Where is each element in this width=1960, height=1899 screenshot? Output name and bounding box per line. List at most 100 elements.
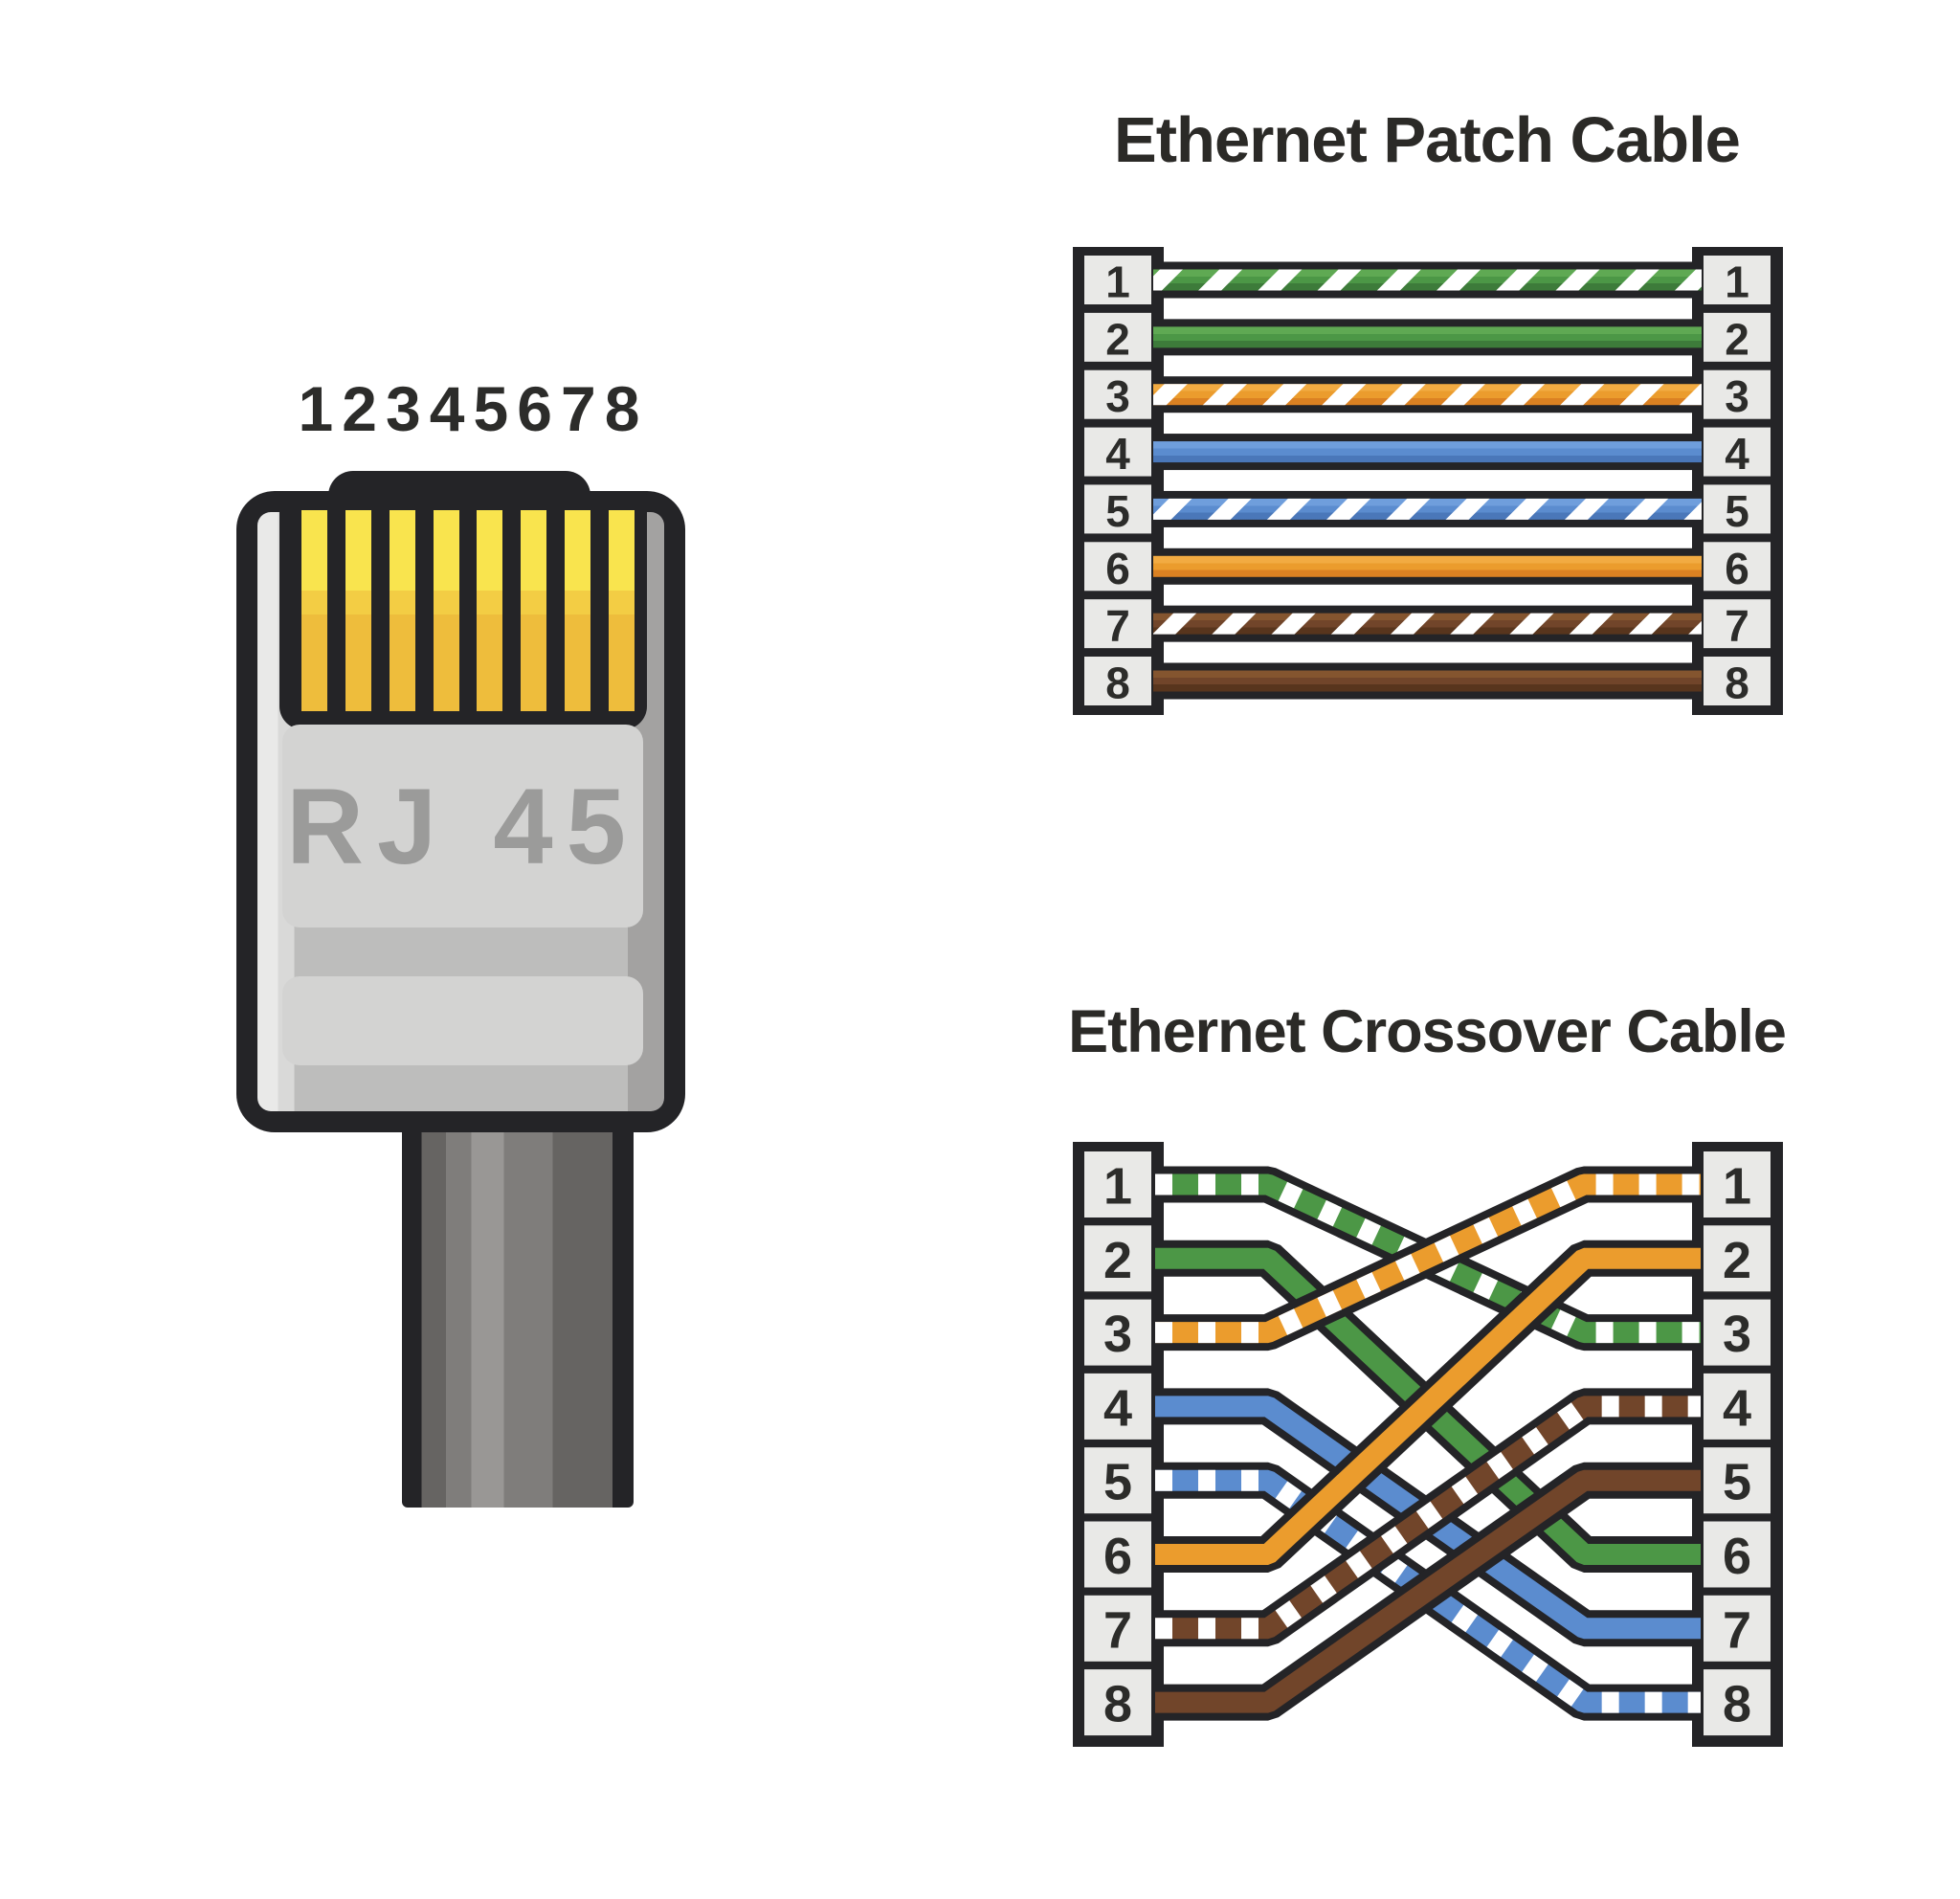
patch-wire-pin1-green-white-stripes [1153, 269, 1702, 291]
crossover-right-pin-number-3: 3 [1723, 1306, 1751, 1363]
crossover-right-pin-square-2 [1704, 1225, 1771, 1292]
crossover-wire-6-to-2-orange [1155, 1247, 1701, 1565]
crossover-right-pin-number-6: 6 [1723, 1528, 1751, 1585]
patch-wire-pin3-orange-white-stripes [1153, 384, 1702, 406]
patch-right-pin-square-5 [1704, 484, 1771, 534]
rj45-gold-pin-3 [389, 510, 415, 711]
crossover-right-pin-square-8 [1704, 1669, 1771, 1736]
patch-left-pin-square-7 [1084, 599, 1151, 649]
patch-left-pin-number-8: 8 [1105, 658, 1130, 707]
crossover-right-pin-square-5 [1704, 1447, 1771, 1514]
rj45-pin-numbers-row: 1 2 3 4 5 6 7 8 [293, 375, 643, 442]
patch-right-pin-number-3: 3 [1725, 371, 1749, 421]
crossover-wire-1-to-3-green-white-stripes [1155, 1173, 1701, 1344]
patch-right-pin-square-3 [1704, 369, 1771, 419]
crossover-wire-7-to-4-brown-white-stripes [1155, 1396, 1701, 1640]
rj45-pin-number-6: 6 [517, 373, 552, 444]
patch-right-pin-number-5: 5 [1725, 486, 1749, 536]
crossover-left-pin-number-7: 7 [1103, 1601, 1132, 1659]
rj45-pin-number-4: 4 [429, 373, 465, 444]
crossover-left-pin-number-2: 2 [1103, 1232, 1132, 1289]
crossover-left-pin-number-8: 8 [1103, 1676, 1132, 1733]
crossover-left-pin-square-5 [1084, 1447, 1151, 1514]
rj45-gold-pin-5 [477, 510, 503, 711]
rj45-pin-number-8: 8 [604, 373, 640, 444]
patch-left-pin-number-5: 5 [1105, 486, 1130, 536]
crossover-left-pin-number-5: 5 [1103, 1454, 1132, 1511]
rj45-label: RJ 45 [286, 766, 639, 886]
patch-left-pin-number-4: 4 [1105, 429, 1130, 479]
rj45-pin-number-1: 1 [298, 373, 334, 444]
crossover-left-pin-square-6 [1084, 1521, 1151, 1588]
patch-left-pin-square-8 [1084, 656, 1151, 705]
rj45-cable [402, 1101, 634, 1508]
rj45-gold-pin-6 [521, 510, 547, 711]
crossover-left-pin-square-7 [1084, 1595, 1151, 1662]
patch-wire-pin4-blue [1153, 441, 1702, 463]
patch-left-pin-number-3: 3 [1105, 371, 1130, 421]
patch-right-pin-square-6 [1704, 542, 1771, 592]
crossover-wire-8-to-5-brown [1155, 1469, 1701, 1713]
patch-left-pin-square-1 [1084, 256, 1151, 304]
patch-right-pin-square-2 [1704, 312, 1771, 362]
crossover-right-pin-square-4 [1704, 1373, 1771, 1440]
crossover-wire-3-to-1-orange-white-stripes [1155, 1173, 1701, 1344]
patch-wire-pin2-green [1153, 326, 1702, 348]
crossover-left-pin-square-4 [1084, 1373, 1151, 1440]
patch-wire-pin8-brown [1153, 670, 1702, 692]
crossover-right-pin-number-7: 7 [1723, 1601, 1751, 1659]
rj45-gold-pin-4 [433, 510, 459, 711]
rj45-blank-panel [282, 976, 643, 1065]
patch-wire-pin5-blue-white-stripes [1153, 498, 1702, 520]
crossover-right-pin-number-8: 8 [1723, 1676, 1751, 1733]
rj45-gold-pin-2 [345, 510, 371, 711]
patch-right-pin-square-1 [1704, 256, 1771, 304]
patch-right-pin-square-4 [1704, 427, 1771, 477]
rj45-pin-number-7: 7 [561, 373, 596, 444]
patch-left-pin-number-2: 2 [1105, 314, 1130, 364]
patch-right-pin-number-4: 4 [1725, 429, 1749, 479]
crossover-right-pin-square-1 [1704, 1151, 1771, 1218]
rj45-gold-pin-8 [608, 510, 635, 711]
crossover-left-pin-number-1: 1 [1103, 1158, 1132, 1216]
crossover-right-pin-number-5: 5 [1723, 1454, 1751, 1511]
crossover-right-pin-square-7 [1704, 1595, 1771, 1662]
patch-wire-pin7-brown-white-stripes [1153, 613, 1702, 635]
patch-right-pin-square-7 [1704, 599, 1771, 649]
rj45-gold-pin-7 [565, 510, 591, 711]
rj45-gold-pin-1 [301, 510, 327, 711]
crossover-cable-title: Ethernet Crossover Cable [1068, 998, 1787, 1065]
crossover-left-pin-square-3 [1084, 1299, 1151, 1366]
patch-cable-title: Ethernet Patch Cable [1114, 104, 1741, 176]
crossover-right-pin-number-4: 4 [1723, 1379, 1751, 1437]
patch-left-pin-square-3 [1084, 369, 1151, 419]
rj45-connector-body: RJ 45 [236, 491, 685, 1132]
crossover-left-pin-number-3: 3 [1103, 1306, 1132, 1363]
patch-right-pin-number-1: 1 [1725, 257, 1749, 307]
patch-right-pin-number-6: 6 [1725, 544, 1749, 593]
crossover-left-pin-number-4: 4 [1103, 1379, 1132, 1437]
patch-right-pin-number-2: 2 [1725, 314, 1749, 364]
crossover-left-pin-square-1 [1084, 1151, 1151, 1218]
crossover-right-pin-square-3 [1704, 1299, 1771, 1366]
patch-left-pin-number-6: 6 [1105, 544, 1130, 593]
patch-left-pin-square-6 [1084, 542, 1151, 592]
patch-left-pin-square-5 [1084, 484, 1151, 534]
crossover-left-pin-square-8 [1084, 1669, 1151, 1736]
crossover-right-pin-square-6 [1704, 1521, 1771, 1588]
patch-left-pin-number-1: 1 [1105, 257, 1130, 307]
rj45-pin-number-5: 5 [473, 373, 509, 444]
rj45-pin-number-3: 3 [386, 373, 421, 444]
rj45-pin-number-2: 2 [342, 373, 377, 444]
rj45-pin-block [279, 491, 647, 729]
patch-right-pin-square-8 [1704, 656, 1771, 705]
rj45-label-panel: RJ 45 [282, 725, 643, 927]
crossover-left-pin-number-6: 6 [1103, 1528, 1132, 1585]
patch-left-pin-number-7: 7 [1105, 601, 1130, 651]
patch-wire-pin6-orange [1153, 555, 1702, 577]
patch-left-pin-square-2 [1084, 312, 1151, 362]
